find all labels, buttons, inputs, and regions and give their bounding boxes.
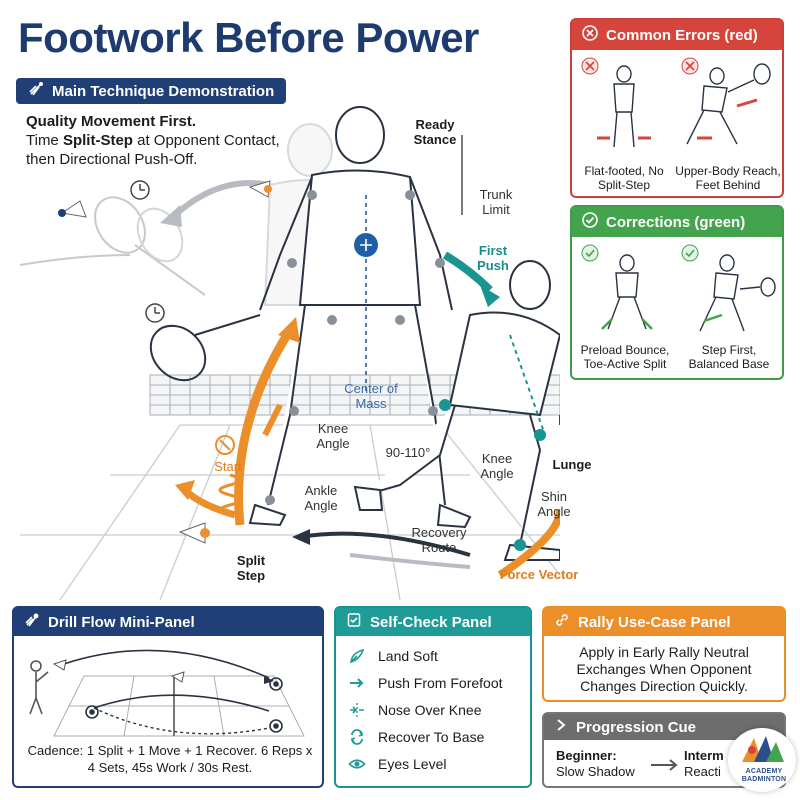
self-check-label: Push From Forefoot bbox=[378, 674, 503, 691]
shuttlecock-icon bbox=[24, 612, 40, 632]
intro-post: at Opponent Contact, then Directional Pu… bbox=[26, 132, 280, 168]
ready-stance-label: Ready Stance bbox=[413, 117, 457, 147]
start-label: Start bbox=[214, 459, 242, 474]
drill-flow-panel: Drill Flow Mini-Panel Cadence: 1 Split +… bbox=[12, 606, 324, 788]
rally-use-case-title: Rally Use-Case Panel bbox=[578, 613, 731, 631]
x-circle-icon bbox=[582, 25, 598, 45]
rally-use-case-header: Rally Use-Case Panel bbox=[544, 608, 784, 636]
feather-icon bbox=[350, 648, 365, 663]
eye-icon bbox=[348, 758, 366, 769]
recycle-arrows-icon bbox=[350, 728, 364, 745]
drill-cadence-text: Cadence: 1 Split + 1 Move + 1 Recover. 6… bbox=[27, 743, 313, 775]
self-check-label: Eyes Level bbox=[378, 755, 447, 772]
intro-text: Quality Movement First. Time Split-Step … bbox=[26, 112, 286, 169]
arrow-right-icon bbox=[350, 677, 364, 688]
self-check-list: Land Soft Push From Forefoot Nose Over K… bbox=[336, 636, 530, 777]
common-errors-header: Common Errors (red) bbox=[572, 20, 782, 50]
scene-illustration bbox=[19, 106, 564, 601]
common-errors-title: Common Errors (red) bbox=[606, 26, 758, 44]
link-icon bbox=[554, 612, 570, 632]
technique-scene: Ready Stance Trunk Limit First Push Cent… bbox=[0, 105, 592, 601]
recovery-route-label: Recovery Route bbox=[411, 525, 467, 555]
self-check-item: Nose Over Knee bbox=[348, 696, 530, 723]
academy-badminton-logo: ACADEMY BADMINTON bbox=[728, 728, 796, 792]
rally-use-case-text: Apply in Early Rally Neutral Exchanges W… bbox=[576, 644, 752, 694]
intro-pre: Time bbox=[26, 132, 63, 149]
corrections-header: Corrections (green) bbox=[572, 207, 782, 237]
intro-line1: Quality Movement First. bbox=[26, 113, 197, 130]
intermediate-title: Interm bbox=[684, 748, 724, 763]
arrow-right-icon bbox=[651, 759, 678, 771]
self-check-header: Self-Check Panel bbox=[336, 608, 530, 636]
self-check-item: Push From Forefoot bbox=[348, 669, 530, 696]
correction-caption-1: Preload Bounce, Toe-Active Split bbox=[580, 343, 670, 371]
progression-cue-header: Progression Cue bbox=[544, 714, 784, 740]
corrections-illustration bbox=[581, 244, 776, 332]
knee-angle-left-label: Knee Angle bbox=[316, 421, 350, 451]
shuttlecock-icon bbox=[28, 81, 44, 101]
main-technique-header-label: Main Technique Demonstration bbox=[52, 82, 275, 100]
beginner-text: Slow Shadow bbox=[556, 764, 635, 779]
shin-angle-label: Shin Angle bbox=[537, 489, 571, 519]
corrections-title: Corrections (green) bbox=[606, 213, 746, 231]
checklist-icon bbox=[346, 612, 362, 632]
errors-illustration bbox=[581, 57, 771, 148]
force-vector-label: Force Vector bbox=[499, 567, 579, 582]
self-check-panel: Self-Check Panel Land Soft Push From For… bbox=[334, 606, 532, 788]
error-caption-1: Flat-footed, No Split-Step bbox=[584, 164, 664, 192]
self-check-item: Recover To Base bbox=[348, 723, 530, 750]
self-check-label: Land Soft bbox=[378, 647, 438, 664]
first-push-label: First Push bbox=[477, 243, 509, 273]
angle-range-label: 90-110° bbox=[385, 445, 431, 460]
knee-angle-right-label: Knee Angle bbox=[480, 451, 514, 481]
page-title: Footwork Before Power bbox=[18, 14, 479, 61]
progression-beginner: Beginner: Slow Shadow bbox=[556, 748, 635, 780]
corrections-panel: Corrections (green) Preload Bounce, Toe-… bbox=[570, 205, 784, 380]
self-check-item: Land Soft bbox=[348, 642, 530, 669]
drill-flow-title: Drill Flow Mini-Panel bbox=[48, 613, 195, 631]
ankle-angle-label: Ankle Angle bbox=[304, 483, 338, 513]
beginner-title: Beginner: bbox=[556, 748, 617, 763]
logo-text: ACADEMY BADMINTON bbox=[741, 768, 787, 783]
split-step-label: Split Step bbox=[236, 553, 266, 583]
rally-use-case-panel: Rally Use-Case Panel Apply in Early Rall… bbox=[542, 606, 786, 702]
progression-cue-title: Progression Cue bbox=[576, 718, 697, 736]
main-technique-header: Main Technique Demonstration bbox=[16, 78, 287, 104]
common-errors-panel: Common Errors (red) Flat-footed, No Spli… bbox=[570, 18, 784, 198]
error-caption-2: Upper-Body Reach, Feet Behind bbox=[675, 164, 781, 192]
intro-bold: Split-Step bbox=[62, 132, 133, 149]
progression-intermediate: Interm Reacti bbox=[684, 748, 724, 780]
drill-diagram bbox=[29, 649, 305, 737]
self-check-label: Recover To Base bbox=[378, 728, 485, 745]
lunge-label: Lunge bbox=[552, 457, 592, 472]
academy-logo-mark bbox=[742, 736, 784, 762]
drill-flow-header: Drill Flow Mini-Panel bbox=[14, 608, 322, 636]
self-check-label: Nose Over Knee bbox=[378, 701, 482, 718]
chevron-right-icon bbox=[554, 718, 568, 736]
intermediate-text: Reacti bbox=[684, 764, 721, 779]
center-of-mass-label: Center of Mass bbox=[344, 381, 398, 411]
trunk-limit-label: Trunk Limit bbox=[479, 187, 513, 217]
self-check-title: Self-Check Panel bbox=[370, 613, 492, 631]
alignment-icon bbox=[350, 702, 364, 717]
check-circle-icon bbox=[582, 212, 598, 232]
self-check-item: Eyes Level bbox=[348, 750, 530, 777]
correction-caption-2: Step First, Balanced Base bbox=[688, 343, 770, 371]
